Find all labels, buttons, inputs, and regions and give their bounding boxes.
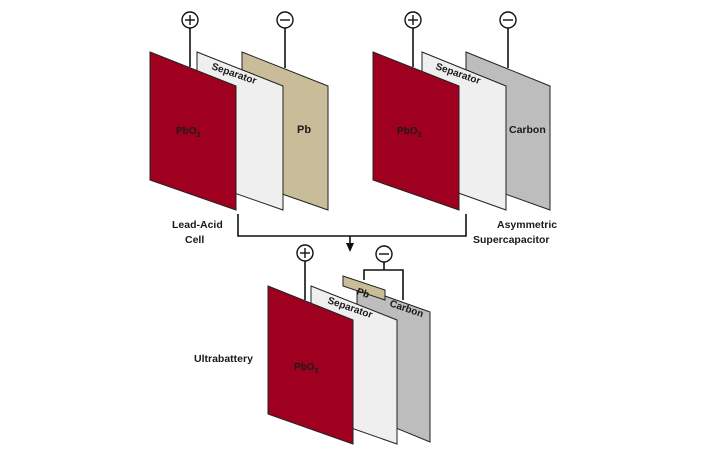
- lead-acid-positive-terminal-icon: [181, 11, 199, 29]
- supercap-positive-terminal-icon: [404, 11, 422, 29]
- lead-acid-pbo2-text: PbO: [176, 126, 197, 137]
- supercap-carbon-label: Carbon: [509, 124, 546, 136]
- supercap-pbo2-label: PbO2: [397, 126, 422, 139]
- supercap-label-line1: Asymmetric: [497, 219, 557, 231]
- ultrabattery-cell: Carbon Pb Separator PbO2 Ultrabattery: [194, 244, 431, 445]
- lead-acid-cell: Pb Separator PbO2 Lead-Acid Cell: [149, 11, 329, 246]
- ultra-pbo2-text: PbO: [294, 362, 315, 373]
- ultra-pb-plate: [342, 275, 386, 301]
- ultra-pb-label: Pb: [355, 286, 371, 301]
- lead-acid-label-line1: Lead-Acid: [172, 219, 223, 231]
- lead-acid-pbo2-plate: [149, 51, 237, 211]
- ultra-pbo2-label: PbO2: [294, 362, 319, 375]
- arrow-down-icon: [346, 243, 354, 252]
- lead-acid-negative-terminal-icon: [276, 11, 294, 29]
- lead-acid-label-line2: Cell: [185, 234, 204, 246]
- merge-connector: [237, 214, 467, 252]
- supercap-pbo2-plate: [372, 51, 460, 211]
- ultra-negative-terminal-icon: [375, 245, 393, 263]
- supercap-label-line2: Supercapacitor: [473, 234, 549, 246]
- supercap-pbo2-text: PbO: [397, 126, 418, 137]
- merge-bracket: [237, 214, 467, 237]
- ultrabattery-label: Ultrabattery: [194, 353, 253, 365]
- lead-acid-pbo2-subscript: 2: [197, 132, 201, 139]
- supercap-pbo2-subscript: 2: [418, 132, 422, 139]
- lead-acid-pbo2-label: PbO2: [176, 126, 201, 139]
- supercap-negative-terminal-icon: [499, 11, 517, 29]
- ultra-positive-terminal-icon: [296, 244, 314, 262]
- lead-acid-pb-label: Pb: [297, 124, 311, 136]
- supercapacitor-cell: Carbon Separator PbO2 Asymmetric Superca…: [372, 11, 557, 246]
- ultra-pbo2-subscript: 2: [315, 368, 319, 375]
- ultra-pbo2-plate: [267, 285, 354, 445]
